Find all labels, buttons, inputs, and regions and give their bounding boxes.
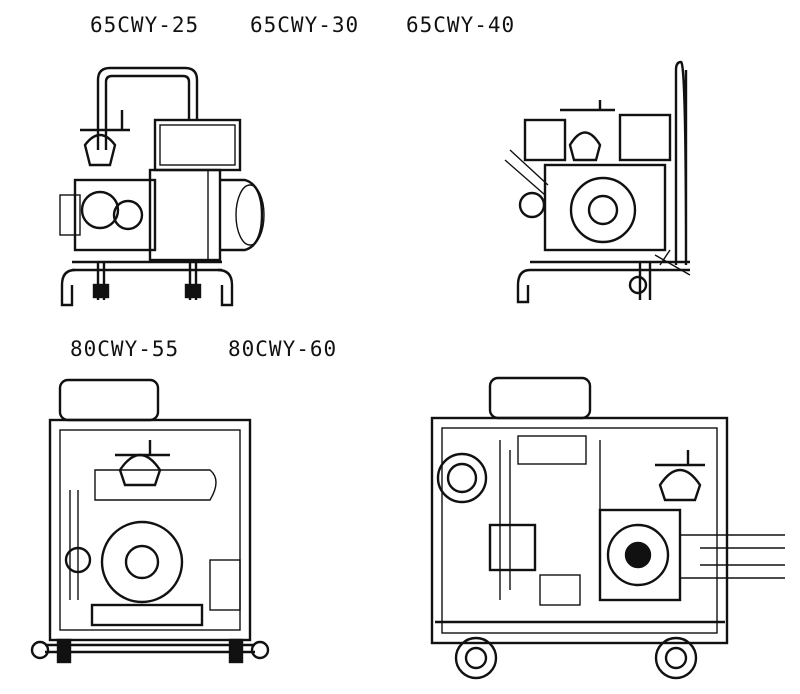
model-label-80cwy-55: 80CWY-55 [70,337,180,361]
pump-65cwy-front-view [59,66,265,307]
pump-80cwy-front-view [30,378,270,664]
model-label-80cwy-60: 80CWY-60 [228,337,338,361]
model-label-65cwy-30: 65CWY-30 [250,13,360,37]
pump-80cwy-side-view [430,376,785,680]
model-label-65cwy-40: 65CWY-40 [406,13,516,37]
model-label-65cwy-25: 65CWY-25 [90,13,200,37]
pump-65cwy-side-view [504,60,691,304]
